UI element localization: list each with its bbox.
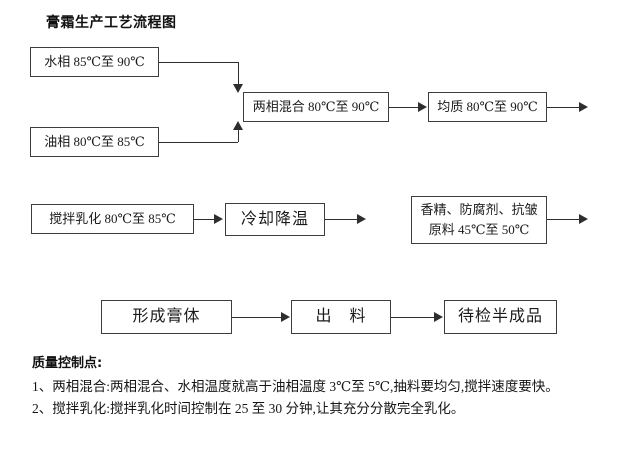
quality-control-heading: 质量控制点: — [32, 356, 103, 371]
connector-oil-to-mix-vertical — [238, 130, 239, 142]
flow-node-label: 均质 80℃至 90℃ — [437, 98, 538, 114]
arrow-right-icon — [579, 102, 588, 112]
connector-stir-to-cool — [194, 219, 215, 220]
quality-control-list: 1、两相混合:两相混合、水相温度就高于油相温度 3℃至 5℃,抽料要均匀,搅拌速… — [32, 376, 622, 420]
quality-control-item: 2、搅拌乳化:搅拌乳化时间控制在 25 至 30 分钟,让其充分分散完全乳化。 — [32, 398, 622, 419]
quality-control-item: 1、两相混合:两相混合、水相温度就高于油相温度 3℃至 5℃,抽料要均匀,搅拌速… — [32, 376, 622, 397]
flow-node-label: 待检半成品 — [457, 308, 543, 326]
flow-node-oil-phase[interactable]: 油相 80℃至 85℃ — [30, 127, 159, 157]
flow-node-two-phase-mix[interactable]: 两相混合 80℃至 90℃ — [243, 92, 389, 122]
connector-water-to-mix-horizontal — [159, 62, 238, 63]
connector-cool-outgoing — [325, 219, 358, 220]
flow-node-additives[interactable]: 香精、防腐剂、抗皱 原料 45℃至 50℃ — [411, 196, 547, 244]
connector-homogenize-outgoing — [547, 107, 580, 108]
arrow-up-icon — [233, 121, 243, 130]
connector-discharge-to-pending — [391, 317, 435, 318]
arrow-right-icon — [579, 214, 588, 224]
connector-paste-to-discharge — [232, 317, 282, 318]
flow-node-label: 油相 80℃至 85℃ — [44, 133, 145, 149]
flow-node-discharge[interactable]: 出 料 — [291, 300, 391, 334]
connector-additives-outgoing — [547, 219, 580, 220]
qc-item-number: 2、 — [32, 401, 53, 416]
flow-node-label-line1: 香精、防腐剂、抗皱 — [420, 201, 538, 217]
connector-mix-to-homogenize — [389, 107, 419, 108]
flow-node-pending-inspect[interactable]: 待检半成品 — [444, 300, 557, 334]
qc-item-text: 搅拌乳化:搅拌乳化时间控制在 25 至 30 分钟,让其充分分散完全乳化。 — [52, 401, 465, 416]
flow-node-label: 出 料 — [315, 308, 367, 326]
arrow-right-icon — [357, 214, 366, 224]
page-title: 膏霜生产工艺流程图 — [46, 15, 177, 31]
flow-node-label: 冷却降温 — [240, 210, 309, 228]
flow-node-cool-down[interactable]: 冷却降温 — [225, 203, 325, 236]
arrow-right-icon — [281, 312, 290, 322]
qc-item-text: 两相混合:两相混合、水相温度就高于油相温度 3℃至 5℃,抽料要均匀,搅拌速度要… — [52, 379, 559, 394]
flow-node-homogenize[interactable]: 均质 80℃至 90℃ — [428, 92, 547, 122]
flow-node-label: 水相 85℃至 90℃ — [44, 53, 145, 69]
flow-node-label: 搅拌乳化 80℃至 85℃ — [49, 210, 176, 226]
flow-node-form-paste[interactable]: 形成膏体 — [101, 300, 232, 334]
flow-node-stir-emulsify[interactable]: 搅拌乳化 80℃至 85℃ — [31, 204, 194, 234]
arrow-down-icon — [233, 84, 243, 93]
flow-node-water-phase[interactable]: 水相 85℃至 90℃ — [30, 47, 159, 77]
flow-node-label-line2: 原料 45℃至 50℃ — [428, 221, 530, 237]
flow-node-label: 两相混合 80℃至 90℃ — [252, 98, 380, 114]
arrow-right-icon — [214, 214, 223, 224]
connector-oil-to-mix-horizontal — [159, 142, 238, 143]
qc-item-number: 1、 — [32, 379, 53, 394]
flow-node-label: 形成膏体 — [132, 308, 201, 326]
connector-water-to-mix-vertical — [238, 62, 239, 84]
arrow-right-icon — [418, 102, 427, 112]
arrow-right-icon — [434, 312, 443, 322]
